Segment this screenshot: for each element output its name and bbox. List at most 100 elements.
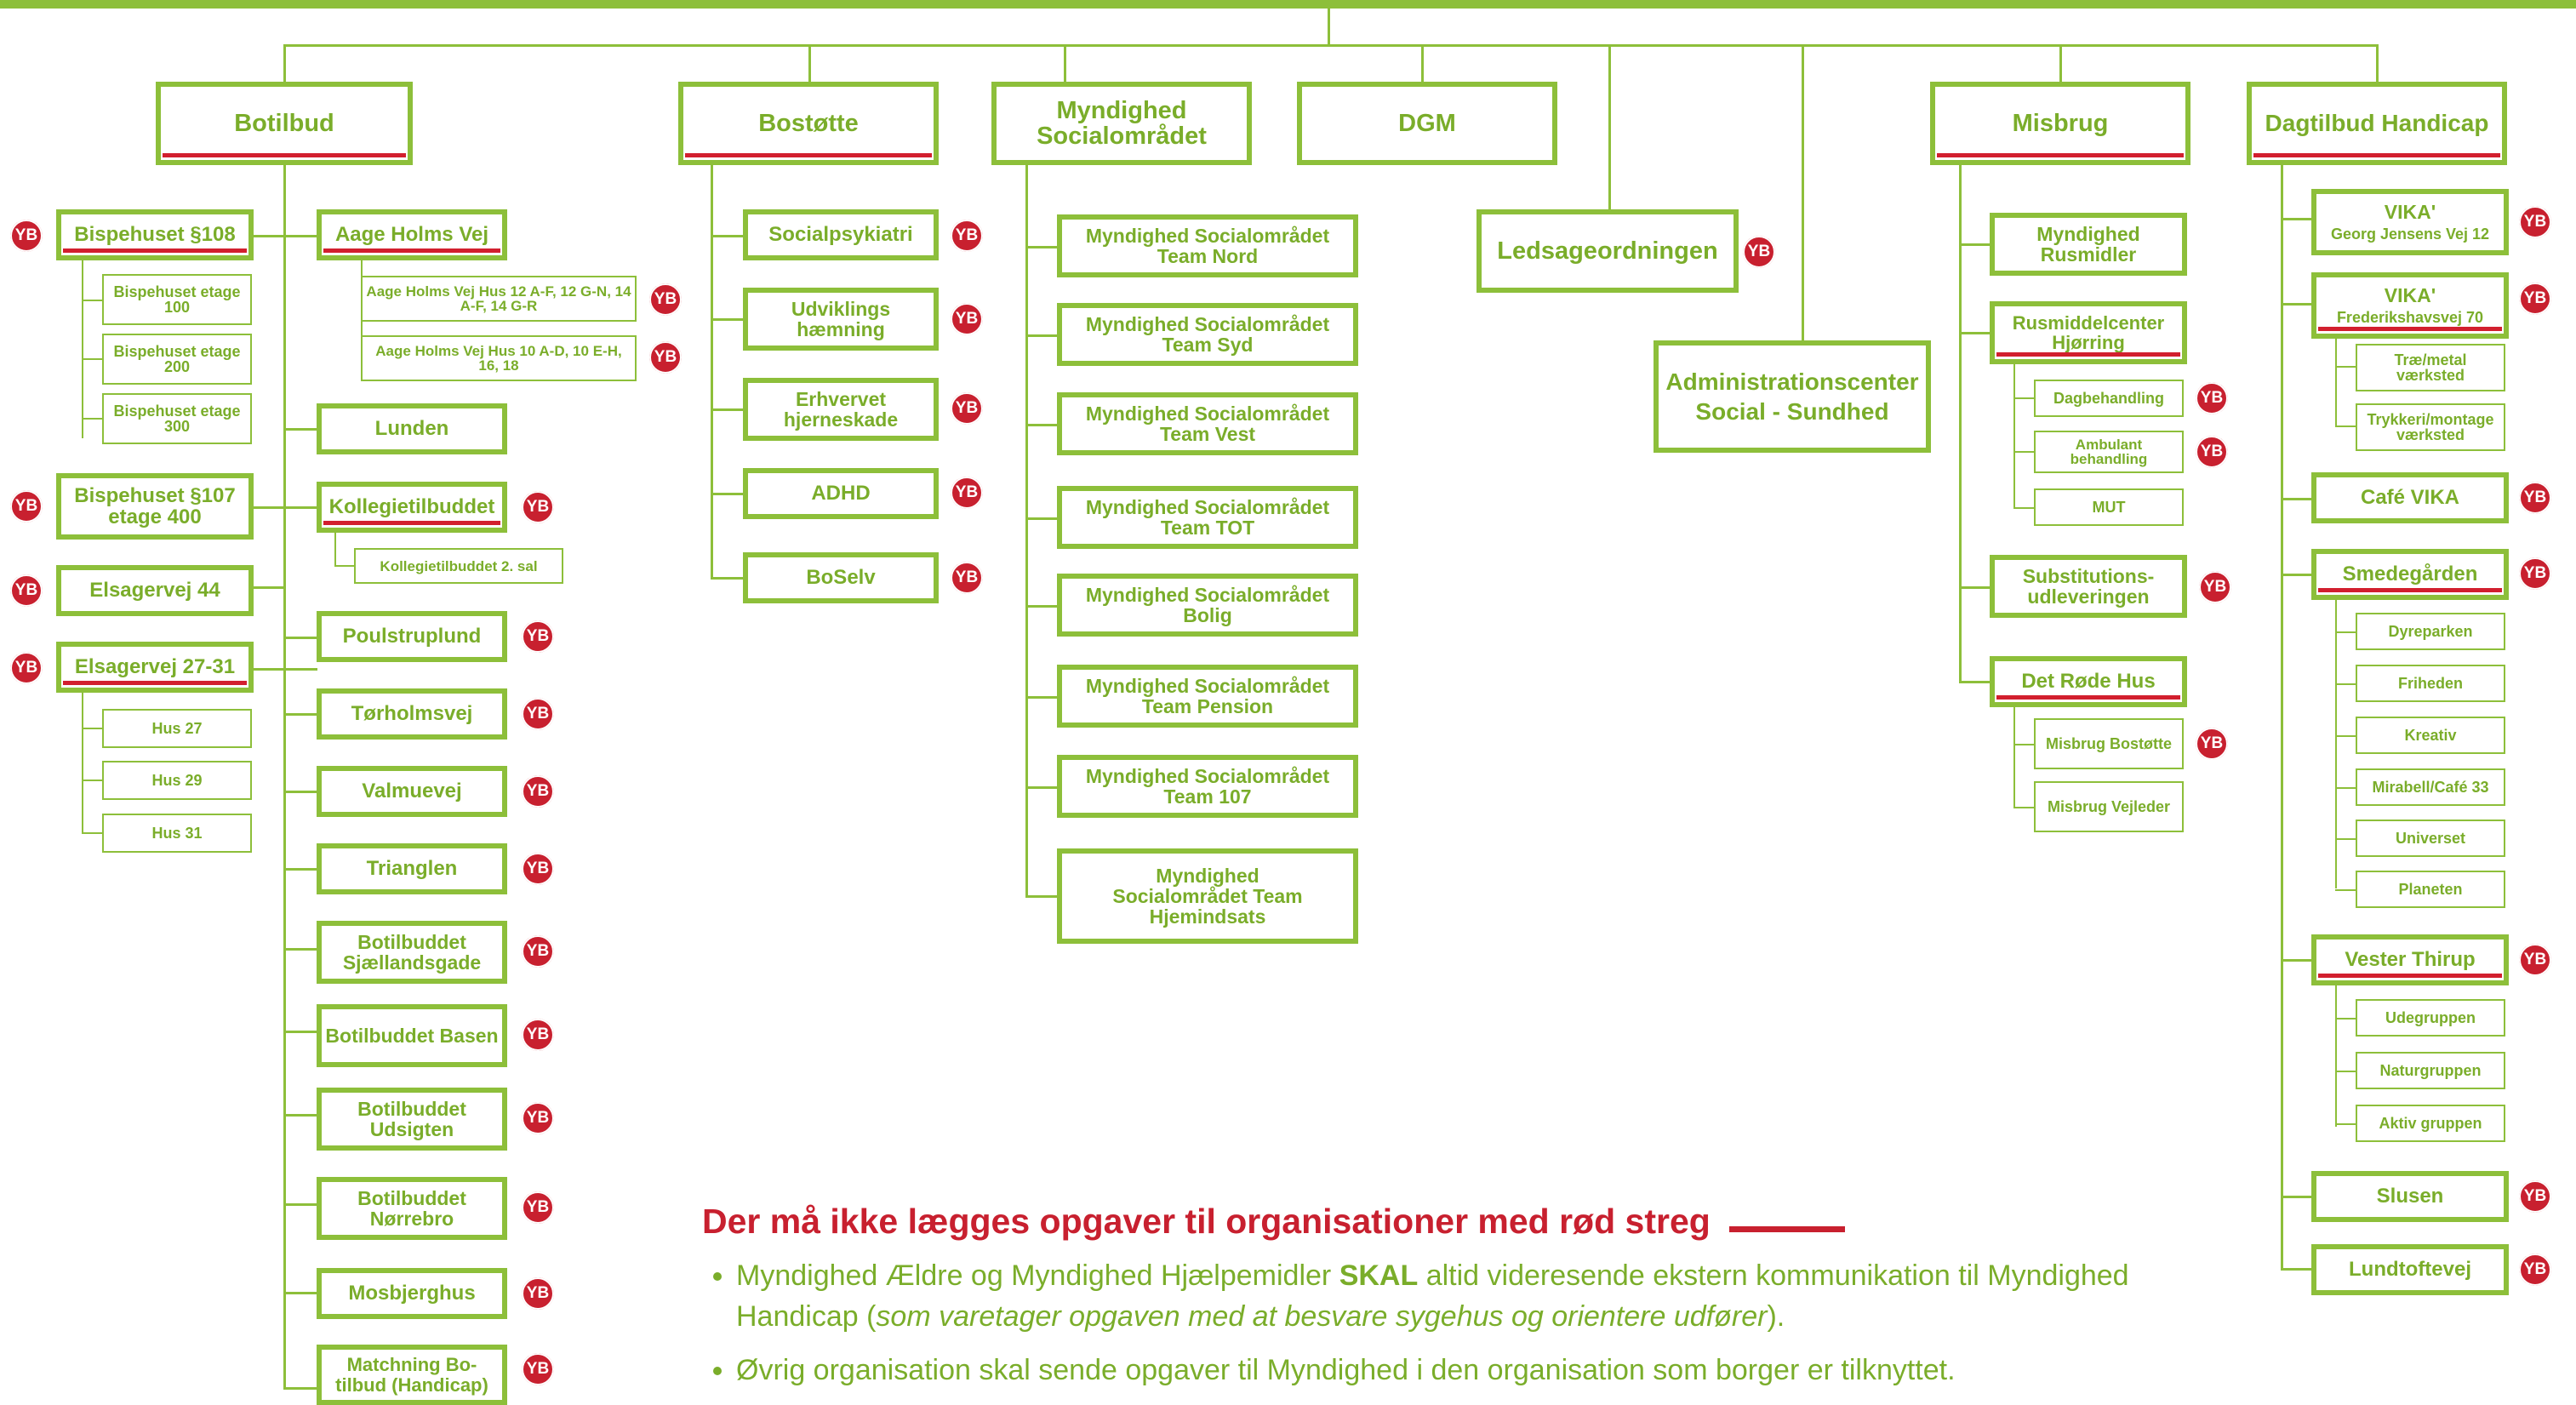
poulstruplund[interactable]: Poulstruplund	[317, 611, 507, 662]
connector	[334, 565, 355, 567]
cafe-vika[interactable]: Café VIKA	[2311, 472, 2509, 523]
dept-bostotte[interactable]: Bostøtte	[678, 82, 939, 165]
trykkeri-montage-vaerksted[interactable]: Trykkeri/montage værksted	[2356, 403, 2505, 451]
smedegarden[interactable]: Smedegården	[2311, 549, 2509, 600]
substitutionsudleveringen[interactable]: Substitutions-udleveringen	[1990, 555, 2187, 618]
connector	[711, 235, 745, 237]
yb-badge: YB	[649, 341, 682, 374]
naturgruppen[interactable]: Naturgruppen	[2356, 1052, 2505, 1089]
aktiv-gruppen[interactable]: Aktiv gruppen	[2356, 1105, 2505, 1142]
universet[interactable]: Universet	[2356, 820, 2505, 857]
dept-administrationscenter[interactable]: Administrationscenter Social - Sundhed	[1654, 340, 1931, 453]
myndighed-team-107[interactable]: Myndighed Socialområdet Team 107	[1057, 755, 1358, 818]
connector	[1025, 786, 1060, 789]
botilbuddet-basen[interactable]: Botilbuddet Basen	[317, 1004, 507, 1067]
connector	[283, 637, 317, 639]
torholmsvej[interactable]: Tørholmsvej	[317, 688, 507, 740]
dept-dgm[interactable]: DGM	[1297, 82, 1557, 165]
botilbuddet-norrebro[interactable]: Botilbuddet Nørrebro	[317, 1177, 507, 1240]
connector	[283, 868, 317, 871]
yb-badge: YB	[522, 491, 554, 523]
misbrug-bostotte[interactable]: Misbrug Bostøtte	[2034, 718, 2184, 769]
trianglen[interactable]: Trianglen	[317, 843, 507, 894]
connector	[2281, 959, 2315, 962]
yb-badge: YB	[522, 620, 554, 653]
vika-georg-jensens-vej[interactable]: VIKA' Georg Jensens Vej 12	[2311, 189, 2509, 255]
aage-holms-vej[interactable]: Aage Holms Vej	[317, 209, 507, 260]
connector	[2013, 397, 2034, 399]
yb-badge: YB	[1743, 236, 1775, 268]
dept-dagtilbud-handicap[interactable]: Dagtilbud Handicap	[2247, 82, 2507, 165]
bispehuset-etage-300[interactable]: Bispehuset etage 300	[102, 393, 252, 444]
hus-31[interactable]: Hus 31	[102, 814, 252, 853]
boselv[interactable]: BoSelv	[743, 552, 939, 603]
connector	[1959, 332, 1993, 334]
connector	[711, 577, 745, 580]
dagbehandling[interactable]: Dagbehandling	[2034, 380, 2184, 417]
socialpsykiatri[interactable]: Socialpsykiatri	[743, 209, 939, 260]
trae-metal-vaerksted[interactable]: Træ/metal værksted	[2356, 344, 2505, 391]
yb-badge: YB	[522, 1019, 554, 1051]
connector	[1802, 44, 1804, 342]
friheden[interactable]: Friheden	[2356, 665, 2505, 702]
hus-29[interactable]: Hus 29	[102, 761, 252, 800]
misbrug-vejleder[interactable]: Misbrug Vejleder	[2034, 781, 2184, 832]
note-bullet-1: Myndighed Ældre og Myndighed Hjælpemidle…	[736, 1255, 2149, 1338]
aage-holms-hus-10-16-18[interactable]: Aage Holms Vej Hus 10 A-D, 10 E-H, 16, 1…	[361, 335, 637, 381]
bispehuset-108[interactable]: Bispehuset §108	[56, 209, 254, 260]
connector	[2335, 985, 2337, 1127]
planeten[interactable]: Planeten	[2356, 871, 2505, 908]
aage-holms-hus-12-14[interactable]: Aage Holms Vej Hus 12 A-F, 12 G-N, 14 A-…	[361, 276, 637, 322]
myndighed-team-syd[interactable]: Myndighed Socialområdet Team Syd	[1057, 303, 1358, 366]
myndighed-bolig[interactable]: Myndighed Socialområdet Bolig	[1057, 574, 1358, 637]
botilbuddet-udsigten[interactable]: Botilbuddet Udsigten	[317, 1088, 507, 1151]
yb-badge: YB	[10, 652, 43, 684]
connector	[1025, 424, 1060, 426]
dept-ledsageordningen[interactable]: Ledsageordningen	[1476, 209, 1739, 293]
dyreparken[interactable]: Dyreparken	[2356, 613, 2505, 650]
connector	[1959, 165, 1962, 683]
mosbjerghus[interactable]: Mosbjerghus	[317, 1268, 507, 1319]
kollegietilbuddet-2-sal[interactable]: Kollegietilbuddet 2. sal	[354, 548, 563, 584]
matchning-botilbud[interactable]: Matchning Bo-tilbud (Handicap)	[317, 1345, 507, 1405]
udegruppen[interactable]: Udegruppen	[2356, 999, 2505, 1037]
vika-address: Frederikshavsvej 70	[2336, 308, 2484, 326]
myndighed-team-hjemindsats[interactable]: Myndighed Socialområdet Team Hjemindsats	[1057, 848, 1358, 944]
dept-botilbud[interactable]: Botilbud	[156, 82, 413, 165]
hus-27[interactable]: Hus 27	[102, 709, 252, 748]
dept-myndighed-social[interactable]: Myndighed Socialområdet	[991, 82, 1252, 165]
lunden[interactable]: Lunden	[317, 403, 507, 454]
vika-frederikshavsvej[interactable]: VIKA' Frederikshavsvej 70	[2311, 272, 2509, 339]
mut[interactable]: MUT	[2034, 488, 2184, 526]
bispehuset-etage-100[interactable]: Bispehuset etage 100	[102, 274, 252, 325]
elsagervej-44[interactable]: Elsagervej 44	[56, 565, 254, 616]
myndighed-team-pension[interactable]: Myndighed Socialområdet Team Pension	[1057, 665, 1358, 728]
myndighed-rusmidler[interactable]: Myndighed Rusmidler	[1990, 213, 2187, 276]
dept-misbrug[interactable]: Misbrug	[1930, 82, 2190, 165]
udviklingshaemning[interactable]: Udviklings hæmning	[743, 288, 939, 351]
kollegietilbuddet[interactable]: Kollegietilbuddet	[317, 482, 507, 533]
elsagervej-27-31[interactable]: Elsagervej 27-31	[56, 642, 254, 693]
connector	[1328, 7, 1330, 46]
valmuevej[interactable]: Valmuevej	[317, 766, 507, 817]
bispehuset-etage-200[interactable]: Bispehuset etage 200	[102, 334, 252, 385]
erhvervet-hjerneskade[interactable]: Erhvervet hjerneskade	[743, 378, 939, 441]
connector	[82, 418, 102, 420]
mirabell-cafe-33[interactable]: Mirabell/Café 33	[2356, 768, 2505, 806]
myndighed-team-vest[interactable]: Myndighed Socialområdet Team Vest	[1057, 392, 1358, 455]
rusmiddelcenter-hjorring[interactable]: Rusmiddelcenter Hjørring	[1990, 301, 2187, 364]
ambulant-behandling[interactable]: Ambulant behandling	[2034, 431, 2184, 473]
yb-badge: YB	[649, 283, 682, 316]
vester-thirup[interactable]: Vester Thirup	[2311, 934, 2509, 985]
slusen[interactable]: Slusen	[2311, 1171, 2509, 1222]
bispehuset-107[interactable]: Bispehuset §107 etage 400	[56, 473, 254, 540]
adhd[interactable]: ADHD	[743, 468, 939, 519]
yb-badge: YB	[951, 220, 983, 252]
myndighed-team-tot[interactable]: Myndighed Socialområdet Team TOT	[1057, 486, 1358, 549]
botilbuddet-sjaellandsgade[interactable]: Botilbuddet Sjællandsgade	[317, 921, 507, 984]
myndighed-team-nord[interactable]: Myndighed Socialområdet Team Nord	[1057, 214, 1358, 277]
kreativ[interactable]: Kreativ	[2356, 717, 2505, 754]
det-rode-hus[interactable]: Det Røde Hus	[1990, 656, 2187, 707]
lundtoftevej[interactable]: Lundtoftevej	[2311, 1244, 2509, 1295]
connector	[82, 258, 83, 438]
